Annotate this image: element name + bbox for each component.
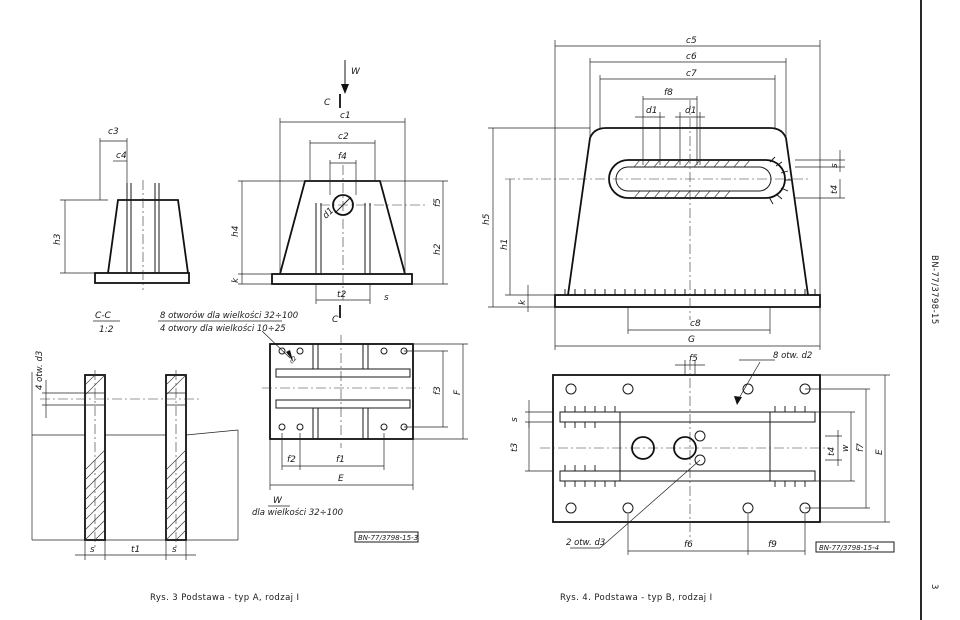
dim-E-fig4: E <box>875 449 885 455</box>
section-scale: 1:2 <box>99 325 114 335</box>
stamp-fig4: BN-77/3798-15-4 <box>819 544 879 552</box>
dim-t4-fig4: t4 <box>830 184 840 194</box>
holes-note-1: 8 otworów dla wielkości 32÷100 <box>160 310 298 321</box>
fig4-plan-view <box>525 359 890 555</box>
stamp-fig3: BN-77/3798-15-3 <box>358 534 418 542</box>
dim-d1-left: d1 <box>646 106 657 116</box>
dim-t2: t2 <box>337 290 347 300</box>
dim-t4-plan: t4 <box>827 446 837 456</box>
dim-E: E <box>338 474 344 484</box>
holes-note-2: 4 otwory dla wielkości 10÷25 <box>160 323 286 334</box>
dim-G: G <box>688 335 695 345</box>
dim-h1: h1 <box>500 239 510 250</box>
holes-side-note: 4 otw. d3 <box>35 351 45 390</box>
dim-c5: c5 <box>686 36 697 46</box>
dim-c2: c2 <box>338 132 349 142</box>
dim-f8: f8 <box>664 88 673 98</box>
dim-h5: h5 <box>482 213 492 225</box>
dim-f1: f1 <box>336 455 345 465</box>
dim-h2: h2 <box>433 243 443 255</box>
arrow-label-W: W <box>351 67 361 77</box>
dim-d1-right: d1 <box>685 106 696 116</box>
fig3-plan-view <box>262 335 468 490</box>
dim-c6: c6 <box>686 52 697 62</box>
cut-label-C-bottom: C <box>332 315 339 325</box>
dim-c4: c4 <box>116 151 127 161</box>
dim-f9: f9 <box>768 540 777 550</box>
dim-s-fig4: s <box>830 163 840 168</box>
dim-s-right: s <box>172 545 177 555</box>
dim-f5-fig4: f5 <box>689 354 698 364</box>
dim-F: F <box>453 389 463 395</box>
section-label: C-C <box>95 311 112 321</box>
dim-k: k <box>231 277 241 283</box>
dim-c7: c7 <box>686 69 697 79</box>
dim-t1: t1 <box>131 545 140 555</box>
slot-weld-hatch <box>633 159 751 199</box>
caption-fig3: Rys. 3 Podstawa - typ A, rodzaj I <box>150 593 299 603</box>
dim-k-fig4: k <box>518 299 528 305</box>
dim-f3: f3 <box>433 386 443 395</box>
dim-f4: f4 <box>338 152 347 162</box>
holes-note-bottom: 2 otw. d3 <box>566 538 605 548</box>
dim-s-front: s <box>384 293 389 303</box>
holes-note-top: 8 otw. d2 <box>773 351 812 361</box>
dim-f5: f5 <box>433 198 443 207</box>
dim-d2: d2 <box>288 355 298 365</box>
dim-h4: h4 <box>231 225 241 237</box>
doc-number-vertical: BN-77/3798-15 <box>929 255 939 325</box>
fig3-section-cc <box>31 370 239 560</box>
caption-fig4: Rys. 4. Podstawa - typ B, rodzaj I <box>560 593 713 603</box>
page-number: 3 <box>929 584 939 590</box>
plan-weld-marks <box>564 406 806 487</box>
dim-f2: f2 <box>287 455 296 465</box>
base-weld-marks <box>564 289 816 295</box>
dim-c8: c8 <box>690 319 701 329</box>
hatch-left-flange <box>84 374 106 541</box>
dim-t3: t3 <box>510 442 520 452</box>
fig3-side-view <box>60 138 190 290</box>
dim-c1: c1 <box>340 111 351 121</box>
outer-weld-marks <box>768 156 791 205</box>
dim-f7: f7 <box>856 443 866 452</box>
dim-s-plan: s <box>510 417 520 422</box>
view-label-W: W <box>273 496 283 506</box>
fig3-front-view <box>238 60 448 318</box>
cut-label-C-top: C <box>324 98 331 108</box>
fig4-front-view <box>488 40 845 350</box>
dim-h3: h3 <box>53 233 63 245</box>
dim-f6: f6 <box>684 540 693 550</box>
stamp-fig4-box <box>815 541 895 553</box>
dim-w: w <box>841 444 851 452</box>
view-note: dla wielkości 32÷100 <box>252 507 343 518</box>
dim-s-left: s <box>90 545 95 555</box>
dim-c3: c3 <box>108 127 119 137</box>
stamp-fig3-box <box>354 531 419 543</box>
